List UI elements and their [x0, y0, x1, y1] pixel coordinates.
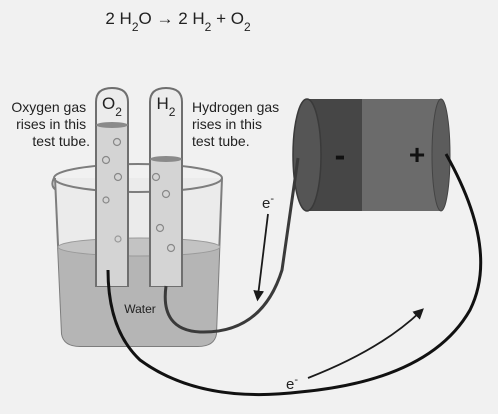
hydrogen-bubble	[161, 189, 171, 199]
oxygen-note: Oxygen gas rises in this test tube.	[11, 99, 90, 149]
oxygen-formula-subscript: 2	[115, 105, 122, 119]
hydrogen-note-line: test tube.	[192, 133, 250, 149]
battery: - +	[292, 98, 451, 212]
battery-positive-sign: +	[409, 139, 425, 170]
electron-label-sup: -	[270, 193, 274, 205]
hydrogen-test-tube: H2	[149, 86, 183, 287]
hydrogen-note: Hydrogen gas rises in this test tube.	[192, 99, 283, 149]
equation: 2 H2O → 2 H2 + O2	[105, 9, 251, 34]
oxygen-gas-line	[96, 122, 128, 128]
hydrogen-tube-water	[151, 160, 181, 286]
water-label: Water	[124, 302, 156, 316]
equation-subscript: 2	[132, 20, 139, 34]
hydrogen-gas-line	[150, 156, 182, 162]
equation-part: O	[139, 9, 157, 28]
hydrogen-formula: H2	[157, 94, 176, 119]
hydrogen-note-line: Hydrogen gas	[192, 99, 279, 115]
oxygen-note-line: test tube.	[32, 133, 90, 149]
oxygen-formula: O2	[102, 94, 122, 119]
electron-label-lower: e-	[286, 374, 298, 393]
electron-arrow-up	[307, 308, 424, 379]
equation-part: 2 H	[105, 9, 131, 28]
oxygen-test-tube: O2	[95, 86, 129, 287]
hydrogen-bubble	[166, 243, 176, 253]
battery-negative-sign: -	[335, 137, 346, 173]
battery-front-cap	[292, 98, 322, 212]
electron-arrow-down	[253, 213, 269, 302]
beaker	[51, 163, 223, 347]
electron-label-upper: e-	[262, 193, 274, 212]
equation-part: + O	[211, 9, 244, 28]
wire-negative	[163, 157, 300, 334]
equation-subscript: 2	[205, 20, 212, 34]
electron-label-sup: -	[294, 374, 298, 386]
oxygen-note-line: Oxygen gas	[11, 99, 86, 115]
equation-part: 2 H	[173, 9, 204, 28]
oxygen-bubble	[114, 235, 122, 243]
oxygen-bubble	[112, 137, 122, 147]
wire-positive	[106, 153, 483, 397]
beaker-spout	[51, 177, 57, 191]
hydrogen-formula-subscript: 2	[169, 105, 176, 119]
electron-label-base: e	[286, 376, 294, 393]
equation-arrow: →	[156, 9, 173, 28]
water	[55, 246, 222, 346]
hydrogen-note-line: rises in this	[192, 116, 262, 132]
electron-label-base: e	[262, 195, 270, 212]
hydrogen-formula-letter: H	[157, 94, 169, 113]
oxygen-formula-letter: O	[102, 94, 115, 113]
equation-subscript: 2	[244, 20, 251, 34]
oxygen-note-line: rises in this	[16, 116, 86, 132]
oxygen-tube-water	[97, 126, 127, 286]
battery-end-cap	[431, 98, 451, 212]
hydrogen-bubble	[155, 223, 165, 233]
oxygen-bubble	[113, 172, 123, 182]
oxygen-bubble	[101, 155, 111, 165]
hydrogen-bubble	[151, 172, 161, 182]
water-surface	[57, 237, 221, 257]
oxygen-bubble	[102, 196, 110, 204]
